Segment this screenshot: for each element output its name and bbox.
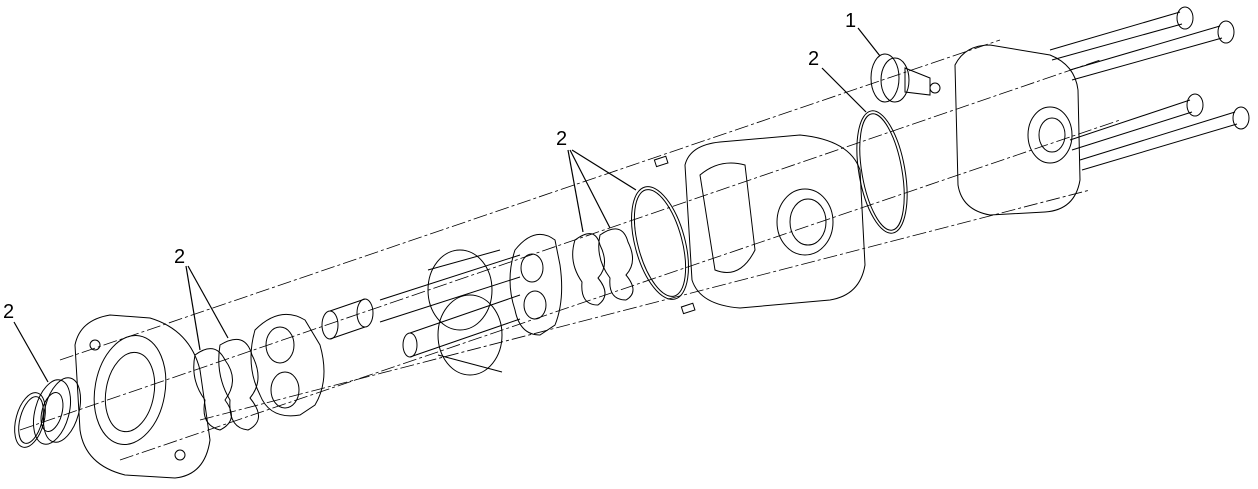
front-seals (193, 338, 259, 431)
callout-label-1: 1 (845, 10, 856, 32)
callout-label-rear-o-ring: 2 (808, 48, 819, 70)
callout-label-shaft-seal: 2 (3, 301, 14, 323)
middle-seals (572, 228, 634, 306)
gear-set (427, 249, 503, 376)
bolt (1079, 106, 1250, 171)
bolt (1069, 20, 1235, 81)
needle-bearing (321, 298, 374, 340)
front-wear-plate (250, 313, 325, 417)
middle-o-ring (631, 186, 689, 300)
circlip (14, 392, 46, 448)
relief-valve (870, 53, 941, 103)
driven-shaft (379, 254, 521, 323)
bolt (1069, 93, 1204, 151)
rear-o-ring (856, 110, 908, 234)
bolt (1049, 6, 1194, 61)
front-cover (74, 314, 211, 479)
drive-shaft (402, 294, 521, 358)
bolts (1049, 6, 1250, 171)
rear-wear-plate (509, 233, 563, 336)
callout-label-front-seals: 2 (174, 246, 185, 268)
shaft-seal (32, 377, 82, 445)
pump-body (684, 134, 866, 309)
end-cover (954, 44, 1081, 216)
callout-leaders (13, 27, 881, 383)
callout-label-middle-seals: 2 (556, 128, 567, 150)
dowel-pins (653, 155, 696, 315)
